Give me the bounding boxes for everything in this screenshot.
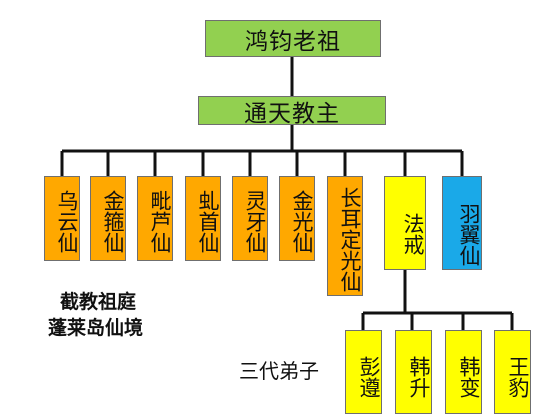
third-gen-node-3: 韩变 bbox=[445, 330, 482, 414]
disciple-node-6: 金光仙 bbox=[279, 176, 315, 261]
caption-line-2: 蓬莱岛仙境 bbox=[48, 317, 144, 339]
disciple-node-1: 乌云仙 bbox=[44, 176, 80, 261]
disciple-node-4: 虬首仙 bbox=[185, 176, 221, 261]
level2-node: 通天教主 bbox=[198, 96, 386, 127]
third-gen-node-2: 韩升 bbox=[395, 330, 432, 414]
disciple-node-5: 灵牙仙 bbox=[232, 176, 268, 261]
disciple-node-9: 羽翼仙 bbox=[442, 176, 482, 270]
third-gen-label: 三代弟子 bbox=[239, 359, 319, 383]
third-gen-node-4: 王豹 bbox=[494, 330, 531, 414]
disciple-node-2: 金箍仙 bbox=[90, 176, 126, 261]
disciple-node-7: 长耳定光仙 bbox=[327, 176, 363, 296]
disciple-node-8: 法戒 bbox=[384, 176, 426, 270]
caption-line-1: 截教祖庭 bbox=[60, 291, 137, 313]
third-gen-node-1: 彭遵 bbox=[345, 330, 382, 414]
disciple-node-3: 毗芦仙 bbox=[137, 176, 173, 261]
root-node: 鸿钧老祖 bbox=[205, 20, 381, 57]
